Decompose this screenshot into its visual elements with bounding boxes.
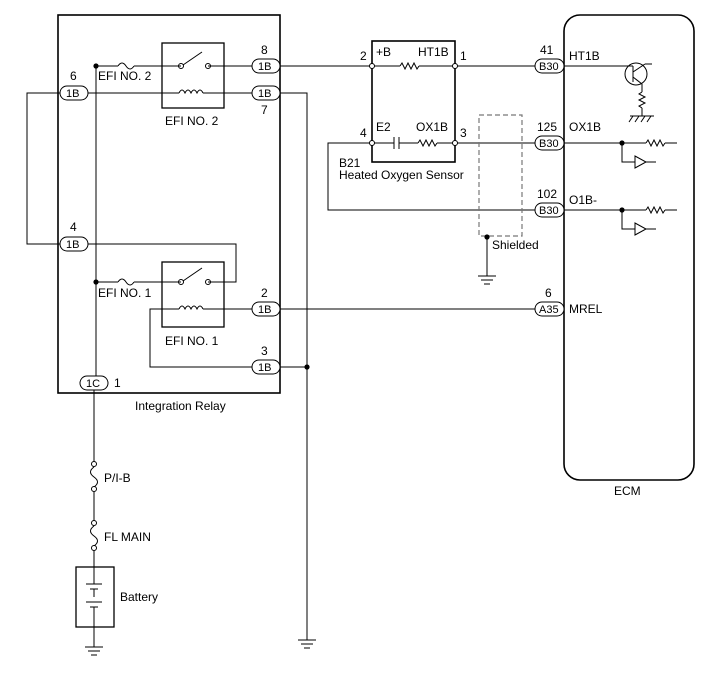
svg-text:7: 7: [261, 103, 268, 117]
shield-box: [478, 114, 523, 237]
svg-text:1B: 1B: [66, 239, 79, 251]
efi1-relay: EFI NO. 1: [161, 261, 225, 348]
sensor-code: B21: [339, 156, 361, 170]
ecm-pin-ox1b: B30 125 OX1B: [534, 120, 601, 151]
battery-ground-icon: [85, 646, 103, 656]
svg-text:6: 6: [545, 286, 552, 300]
ecm-transistor-icon: [564, 62, 654, 123]
battery-icon: [86, 567, 102, 627]
svg-text:B30: B30: [539, 61, 559, 73]
ecm: ECM B30 41 HT1B B30 125 OX1B B30 102 O1B…: [534, 14, 695, 498]
svg-text:1: 1: [460, 49, 467, 63]
svg-text:41: 41: [540, 43, 554, 57]
sensor-term-b: +B: [376, 45, 391, 59]
efi2-relay-label: EFI NO. 2: [165, 114, 219, 128]
svg-text:2: 2: [261, 286, 268, 300]
sensor-term-ox1b: OX1B: [416, 120, 448, 134]
ecm-box: [563, 14, 695, 481]
svg-text:1B: 1B: [258, 304, 271, 316]
sensor-name: Heated Oxygen Sensor: [339, 168, 464, 182]
svg-text:1B: 1B: [258, 88, 271, 100]
svg-text:6: 6: [70, 69, 77, 83]
svg-text:1B: 1B: [66, 88, 79, 100]
efi2-coil-icon: [178, 89, 204, 95]
svg-text:4: 4: [70, 220, 77, 234]
integration-relay: Integration Relay EFI NO. 2 EFI NO. 1: [57, 14, 281, 413]
sensor-term-ht1b: HT1B: [418, 45, 449, 59]
ecm-ox1b-input-icon: [564, 138, 677, 169]
efi2-relay: EFI NO. 2: [161, 42, 225, 128]
wire-ground: [280, 92, 308, 640]
relay-pin-7: 1B 7: [251, 85, 281, 117]
ecm-label: ECM: [614, 484, 641, 498]
svg-text:B30: B30: [539, 138, 559, 150]
fuse-flmain-icon: [90, 520, 98, 551]
power-supply: P/I-B FL MAIN Battery: [75, 390, 158, 656]
svg-text:1B: 1B: [258, 362, 271, 374]
efi1-relay-label: EFI NO. 1: [165, 334, 219, 348]
relay-pin-3: 1B 3: [251, 344, 281, 375]
efi2-relay-box: [161, 42, 225, 109]
sensor-box: [371, 40, 456, 163]
relay-pin-4: 1B 4: [59, 220, 89, 252]
efi2-fuse-label: EFI NO. 2: [98, 69, 152, 83]
fuse-pib-icon: [90, 461, 98, 492]
efi1-relay-box: [161, 261, 225, 328]
relay-pin-6: 1B 6: [59, 69, 89, 101]
battery-label: Battery: [120, 590, 158, 604]
svg-text:1: 1: [114, 376, 121, 390]
svg-text:B30: B30: [539, 205, 559, 217]
heater-resistor-icon: [399, 61, 420, 71]
efi2-fuse-icon: [117, 62, 135, 70]
efi1-fuse-label: EFI NO. 1: [98, 286, 152, 300]
fuse-flmain-label: FL MAIN: [104, 530, 151, 544]
integration-relay-label: Integration Relay: [135, 399, 226, 413]
svg-text:1B: 1B: [258, 61, 271, 73]
svg-text:HT1B: HT1B: [569, 49, 600, 63]
relay-pin-8: 1B 8: [251, 43, 281, 74]
ecm-pin-o1b-minus: B30 102 O1B-: [534, 187, 597, 218]
svg-text:3: 3: [261, 344, 268, 358]
relay-pin-1: 1C 1: [79, 375, 121, 391]
ground-icon: [298, 639, 316, 649]
svg-text:4: 4: [360, 126, 367, 140]
sensor-term-e2: E2: [376, 120, 391, 134]
sensor-resistor-icon: [417, 138, 438, 148]
svg-text:102: 102: [537, 187, 557, 201]
fuse-pib-label: P/I-B: [104, 471, 131, 485]
svg-text:3: 3: [460, 126, 467, 140]
relay-pin-2: 1B 2: [251, 286, 281, 317]
svg-text:1C: 1C: [86, 378, 100, 390]
shield: Shielded: [478, 114, 539, 285]
efi1-fuse-icon: [117, 278, 135, 286]
ecm-pin-mrel: A35 6 MREL: [534, 286, 603, 317]
svg-text:2: 2: [360, 49, 367, 63]
efi1-coil-icon: [178, 305, 204, 311]
svg-text:125: 125: [537, 120, 557, 134]
svg-text:MREL: MREL: [569, 302, 603, 316]
ecm-o1b-input-icon: [564, 205, 677, 236]
svg-text:O1B-: O1B-: [569, 193, 597, 207]
svg-text:8: 8: [261, 43, 268, 57]
shield-label: Shielded: [492, 238, 539, 252]
svg-text:A35: A35: [539, 304, 559, 316]
battery-box: [75, 566, 115, 628]
ecm-pin-ht1b: B30 41 HT1B: [534, 43, 600, 74]
svg-text:OX1B: OX1B: [569, 120, 601, 134]
shield-ground-icon: [478, 275, 496, 285]
wire-e2: [327, 142, 535, 211]
integration-relay-box: [57, 14, 281, 394]
relay-external-loop: [26, 92, 60, 245]
heated-oxygen-sensor: +B HT1B E2 OX1B 2 1 4 3 B21 Heated Oxyge…: [339, 40, 467, 182]
